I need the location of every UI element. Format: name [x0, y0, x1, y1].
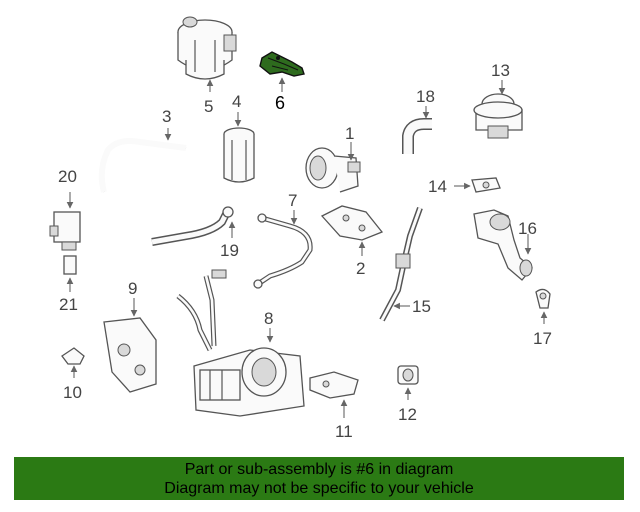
part-4-filter[interactable]: [223, 127, 255, 183]
part-3-hose[interactable]: [98, 138, 187, 193]
part-11-bracket[interactable]: [309, 371, 359, 399]
part-5-pump[interactable]: [177, 16, 237, 80]
label-10: 10: [63, 383, 82, 402]
label-6: 6: [275, 93, 285, 113]
label-20: 20: [58, 167, 77, 186]
part-2-plate[interactable]: [320, 205, 384, 241]
part-17-terminal[interactable]: [535, 288, 551, 309]
part-14-gasket[interactable]: [471, 177, 501, 193]
label-12: 12: [398, 405, 417, 424]
label-17: 17: [533, 329, 552, 348]
parts-diagram: 5 6 4 3 1 2: [49, 16, 552, 441]
label-16: 16: [518, 219, 537, 238]
part-9-cover[interactable]: [103, 317, 157, 393]
label-11: 11: [335, 422, 353, 441]
label-21: 21: [59, 295, 78, 314]
banner-line-2: Diagram may not be specific to your vehi…: [164, 480, 474, 497]
part-18-elbow[interactable]: [402, 118, 432, 154]
label-4: 4: [232, 92, 241, 111]
part-13-valve[interactable]: [473, 93, 523, 139]
label-1: 1: [345, 124, 354, 143]
part-15-pipe[interactable]: [379, 206, 423, 322]
label-15: 15: [412, 297, 431, 316]
label-14: 14: [428, 177, 447, 196]
label-13: 13: [491, 61, 510, 80]
part-10-clip[interactable]: [61, 347, 85, 365]
part-16-bracket[interactable]: [473, 209, 533, 281]
label-18: 18: [416, 87, 435, 106]
part-20-valve[interactable]: [49, 211, 81, 251]
part-19-hose[interactable]: [151, 206, 234, 246]
part-7-pipe[interactable]: [253, 213, 313, 289]
part-12-grommet[interactable]: [397, 365, 419, 385]
part-21-connector[interactable]: [63, 255, 77, 275]
label-7: 7: [288, 191, 297, 210]
part-6-bracket[interactable]: [259, 51, 305, 77]
label-2: 2: [356, 259, 365, 278]
label-5: 5: [204, 97, 213, 116]
part-1-valve[interactable]: [305, 147, 361, 193]
label-8: 8: [264, 309, 273, 328]
part-8-pump-assembly[interactable]: [176, 269, 305, 417]
banner-line-1: Part or sub-assembly is #6 in diagram: [184, 461, 454, 478]
label-3: 3: [162, 107, 171, 126]
label-19: 19: [220, 241, 239, 260]
label-9: 9: [128, 279, 137, 298]
part-info-banner: Part or sub-assembly is #6 in diagram Di…: [14, 457, 624, 500]
